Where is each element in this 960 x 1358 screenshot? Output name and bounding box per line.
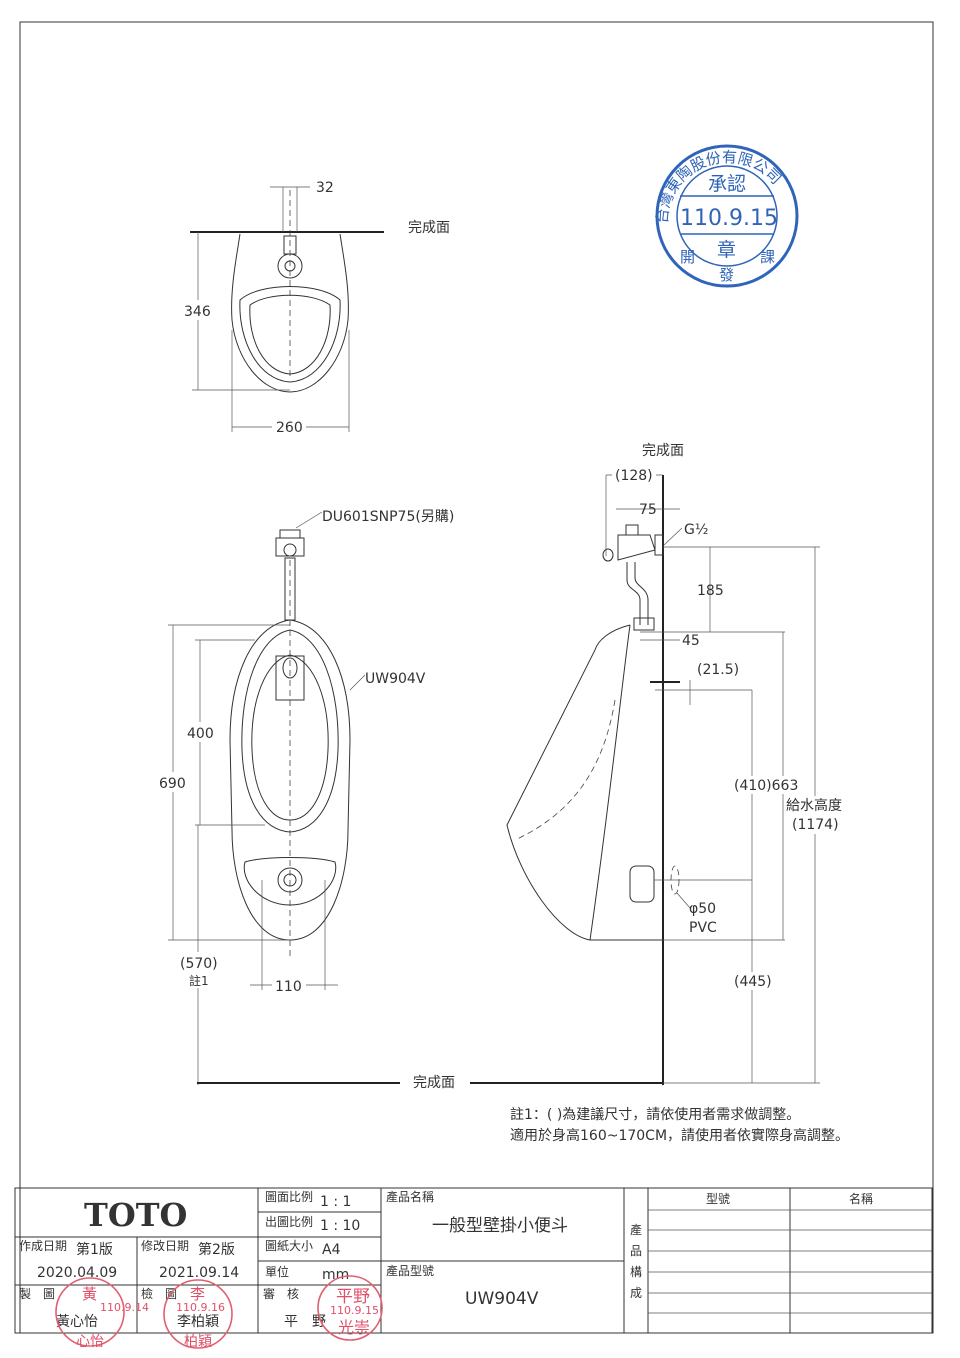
bowl-outline (231, 233, 349, 393)
stamp-date: 110.9.16 (176, 1301, 225, 1314)
revised-version: 第2版 (198, 1241, 235, 1258)
valve-label: DU601SNP75(另購) (322, 509, 454, 525)
stamp-dept-2: 發 (719, 266, 734, 284)
note-1: 註1：( )為建議尺寸，請依使用者需求做調整。 (510, 1106, 800, 1123)
drain-size: φ50 (689, 901, 716, 917)
dim-410-663: (410)663 (734, 778, 798, 794)
drawing-scale: 1 : 1 (320, 1194, 351, 1210)
unit-label: 單位 (265, 1264, 289, 1279)
dim-21-5: (21.5) (697, 662, 739, 678)
composition-label: 構 (630, 1265, 642, 1279)
stamp-bottom: 光崇 (338, 1318, 370, 1337)
stamp-dept-3: 課 (760, 248, 775, 266)
stamp-top: 平野 (336, 1287, 370, 1307)
dim-260: 260 (276, 420, 303, 436)
created-date: 2020.04.09 (37, 1265, 117, 1281)
stamp-approved: 承認 (708, 173, 746, 195)
revised-date: 2021.09.14 (159, 1265, 239, 1281)
column-header-name: 名稱 (849, 1191, 873, 1206)
dim-690: 690 (159, 776, 186, 792)
output-scale-label: 出圖比例 (265, 1215, 313, 1229)
side-view: 完成面 (128) 75 G½ 185 45 (21.5) φ50 PVC (506, 443, 846, 1085)
drain-trap (629, 865, 655, 903)
dim-445: (445) (734, 974, 772, 990)
paper-size: A4 (322, 1242, 341, 1258)
product-name-label: 產品名稱 (386, 1189, 434, 1204)
note-ref: 註1 (189, 974, 209, 988)
product-model: UW904V (465, 1289, 539, 1309)
title-block: TOTO 圖面比例 1 : 1 出圖比例 1 : 10 圖紙大小 A4 單位 m… (14, 1187, 933, 1350)
dim-346: 346 (184, 304, 211, 320)
dim-570: (570) (180, 956, 218, 972)
drain-material: PVC (689, 920, 717, 936)
drawing-scale-label: 圖面比例 (265, 1190, 313, 1204)
dim-75: 75 (639, 502, 657, 518)
dim-32: 32 (316, 180, 334, 196)
composition-label: 品 (630, 1244, 642, 1258)
side-flush-pipe (626, 562, 649, 625)
reviewer-name: 平 野 (284, 1314, 326, 1330)
surface-label: 完成面 (408, 220, 450, 236)
paper-size-label: 圖紙大小 (265, 1238, 313, 1253)
dim-400: 400 (187, 726, 214, 742)
top-view: 完成面 32 346 260 (182, 180, 450, 436)
stamp-dept-1: 開 (680, 248, 695, 266)
thread-label: G½ (684, 522, 708, 538)
toto-logo: TOTO (84, 1196, 187, 1234)
stamp-seal: 章 (717, 239, 736, 261)
surface-label: 完成面 (642, 443, 684, 459)
supply-height-label: 給水高度 (786, 797, 842, 814)
urinal-side-profile (506, 624, 663, 941)
dim-110: 110 (275, 979, 302, 995)
side-flush-valve (617, 534, 656, 561)
bowl-rim (239, 286, 341, 383)
checker-name: 李柏穎 (177, 1314, 219, 1330)
note-2: 適用於身高160~170CM，請使用者依實際身高調整。 (510, 1127, 849, 1144)
reviewer-stamp: 平野 110.9.15 光崇 (317, 1275, 383, 1341)
dim-45: 45 (682, 633, 700, 649)
composition-label: 成 (630, 1286, 642, 1300)
dim-185: 185 (697, 583, 724, 599)
created-label: 作成日期 (19, 1239, 67, 1253)
product-name: 一般型壁掛小便斗 (432, 1216, 568, 1236)
stamp-top: 李 (190, 1285, 205, 1303)
output-scale: 1 : 10 (320, 1218, 360, 1234)
drafter-label: 製 圖 (19, 1287, 55, 1301)
column-header-model: 型號 (706, 1192, 730, 1206)
stamp-date: 110.9.15 (680, 206, 778, 231)
drafter-name: 黃心怡 (56, 1314, 98, 1330)
dim-128: (128) (615, 468, 653, 484)
unit: mm (322, 1267, 349, 1283)
checker-stamp: 李 110.9.16 柏穎 (163, 1279, 233, 1350)
floor-label: 完成面 (413, 1075, 455, 1091)
drafter-stamp: 黃 110.9.14 心怡 (55, 1277, 149, 1350)
stamp-top: 黃 (82, 1285, 97, 1303)
stamp-date: 110.9.14 (100, 1301, 149, 1314)
stamp-bottom: 柏穎 (184, 1334, 212, 1350)
model-label: UW904V (365, 671, 426, 687)
revised-label: 修改日期 (141, 1238, 189, 1253)
composition-label: 產 (630, 1222, 642, 1237)
stamp-bottom: 心怡 (76, 1334, 104, 1350)
approval-stamp: 台灣東陶股份有限公司 承認 110.9.15 章 開 發 課 (653, 144, 799, 288)
stamp-date: 110.9.15 (330, 1304, 379, 1317)
created-version: 第1版 (76, 1241, 113, 1258)
reviewer-label: 審 核 (263, 1286, 299, 1301)
dim-1174: (1174) (792, 817, 839, 833)
flush-valve (279, 529, 301, 539)
front-view: DU601SNP75(另購) UW904V 690 400 (570) 註1 1… (156, 509, 663, 1091)
product-model-label: 產品型號 (386, 1263, 434, 1278)
drain-area (243, 857, 337, 906)
